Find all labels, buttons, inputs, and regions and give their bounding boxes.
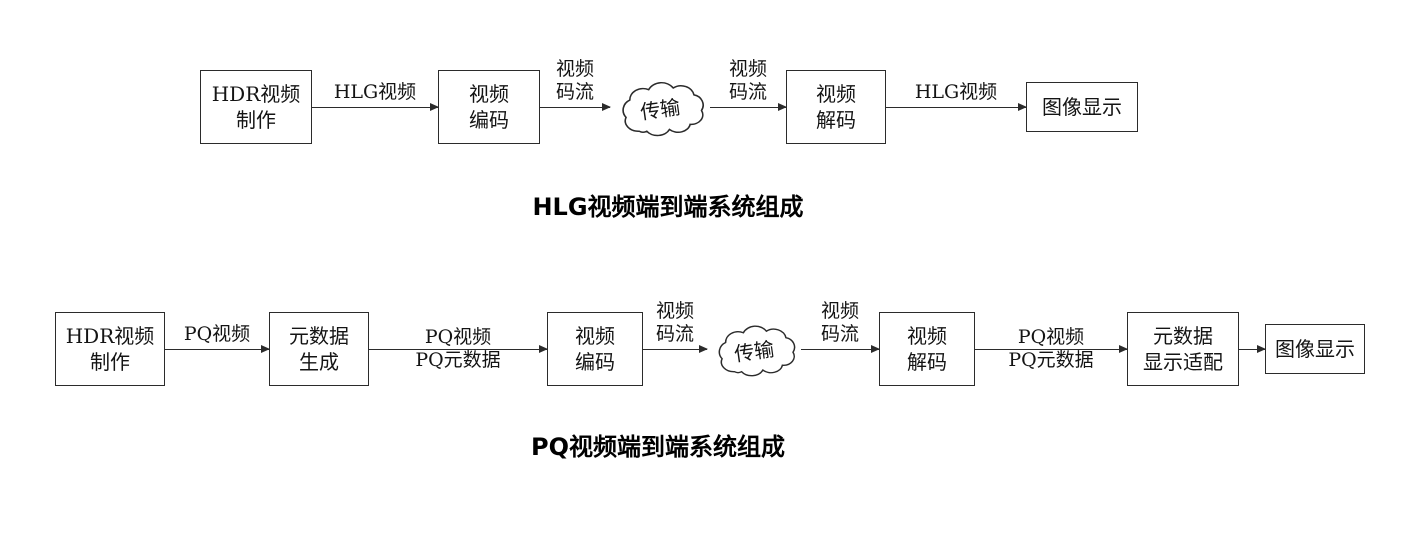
diagram-title-hlg: HLG视频端到端系统组成 — [532, 193, 804, 221]
box-metadata-display-adaptation: 元数据 显示适配 — [1127, 312, 1239, 386]
arrow-pq-video-metadata-in: PQ视频 PQ元数据 — [369, 312, 548, 386]
arrow-label-line: 码流 — [728, 81, 768, 103]
arrow-label-line: 视频 — [655, 300, 695, 322]
cloud-shape — [718, 325, 796, 377]
arrow-label: 视频 码流 — [556, 58, 594, 104]
diagram-title-pq: PQ视频端到端系统组成 — [531, 433, 785, 461]
cloud-label: 传输 — [732, 337, 776, 367]
box-label-line: 元数据 — [289, 324, 349, 348]
arrow-pq-video-in: PQ视频 — [165, 312, 270, 386]
arrow-label: PQ视频 PQ元数据 — [1008, 326, 1093, 372]
arrow-label-line: HLG视频 — [914, 81, 998, 103]
arrow-label: PQ视频 — [184, 323, 250, 346]
arrow-label: 视频 码流 — [821, 300, 859, 346]
box-video-encode: 视频 编码 — [547, 312, 643, 386]
box-label-line: 元数据 — [1153, 324, 1213, 348]
box-video-decode: 视频 解码 — [786, 70, 886, 144]
arrow-line — [886, 103, 1027, 112]
arrow-line — [710, 103, 787, 112]
arrow-label: 视频 码流 — [729, 58, 767, 104]
arrow-line — [312, 103, 439, 112]
arrow-label-line: 视频 — [728, 58, 768, 80]
cloud-shape — [622, 81, 704, 137]
box-label-line: 制作 — [236, 108, 276, 132]
arrow-line — [975, 345, 1128, 354]
arrow-label: HLG视频 — [915, 81, 997, 104]
arrow-label-line: 视频 — [820, 300, 860, 322]
box-label-line: 视频 — [469, 82, 509, 106]
arrow-hlg-video-out: HLG视频 — [886, 70, 1027, 144]
box-image-display: 图像显示 — [1026, 82, 1138, 132]
box-label-line: 图像显示 — [1275, 337, 1355, 361]
arrow-label-line: PQ元数据 — [1008, 349, 1094, 371]
box-image-display: 图像显示 — [1265, 324, 1365, 374]
arrow-label-line: PQ视频 — [183, 323, 251, 345]
arrow-bitstream-in: 视频 码流 — [540, 58, 611, 144]
arrow-label-line: PQ元数据 — [415, 349, 501, 371]
transmission-cloud: 传输 — [707, 319, 801, 379]
hlg-flow-diagram: HDR视频 制作 HLG视频 视频 编码 视频 码流 传输 — [0, 58, 1406, 144]
arrow-pq-video-metadata-out: PQ视频 PQ元数据 — [975, 312, 1128, 386]
hdr-video-system-diagrams: HDR视频 制作 HLG视频 视频 编码 视频 码流 传输 — [0, 58, 1406, 462]
arrow-label: HLG视频 — [334, 81, 416, 104]
arrow-label-line: 码流 — [555, 81, 595, 103]
arrow-label-line: PQ视频 — [1017, 326, 1085, 348]
pq-flow-diagram: HDR视频 制作 PQ视频 元数据 生成 PQ视频 PQ元数据 视频 编码 — [0, 300, 1406, 386]
arrow-label-line: 码流 — [820, 323, 860, 345]
arrow-line — [801, 345, 880, 354]
transmission-cloud: 传输 — [610, 75, 710, 139]
box-hdr-production: HDR视频 制作 — [200, 70, 312, 144]
arrow-label-line: 视频 — [555, 58, 595, 80]
arrow-bitstream-out: 视频 码流 — [710, 58, 787, 144]
arrow-line — [540, 103, 611, 112]
cloud-label: 传输 — [638, 95, 682, 125]
arrow-line — [369, 345, 548, 354]
arrow-label-line: 码流 — [655, 323, 695, 345]
box-video-encode: 视频 编码 — [438, 70, 540, 144]
arrow-label-line: PQ视频 — [424, 326, 492, 348]
box-label-line: 解码 — [907, 350, 947, 374]
box-video-decode: 视频 解码 — [879, 312, 975, 386]
box-hdr-production: HDR视频 制作 — [55, 312, 165, 386]
box-label-line: 编码 — [575, 350, 615, 374]
box-label-line: HDR视频 — [65, 324, 155, 348]
box-label-line: 显示适配 — [1143, 350, 1223, 374]
box-label-line: HDR视频 — [211, 82, 301, 106]
arrow-line — [165, 345, 270, 354]
arrow-line — [1239, 345, 1266, 354]
arrow-bitstream-in: 视频 码流 — [643, 300, 708, 386]
box-label-line: 编码 — [469, 108, 509, 132]
box-metadata-generation: 元数据 生成 — [269, 312, 369, 386]
box-label-line: 视频 — [575, 324, 615, 348]
box-label-line: 生成 — [299, 350, 339, 374]
arrow-line — [643, 345, 708, 354]
box-label-line: 视频 — [907, 324, 947, 348]
arrow-hlg-video-in: HLG视频 — [312, 70, 439, 144]
arrow-label: 视频 码流 — [656, 300, 694, 346]
arrow-label-line: HLG视频 — [333, 81, 417, 103]
arrow-to-display — [1239, 312, 1266, 386]
arrow-bitstream-out: 视频 码流 — [801, 300, 880, 386]
box-label-line: 图像显示 — [1042, 95, 1122, 119]
box-label-line: 制作 — [90, 350, 130, 374]
box-label-line: 解码 — [816, 108, 856, 132]
arrow-label: PQ视频 PQ元数据 — [415, 326, 500, 372]
box-label-line: 视频 — [816, 82, 856, 106]
